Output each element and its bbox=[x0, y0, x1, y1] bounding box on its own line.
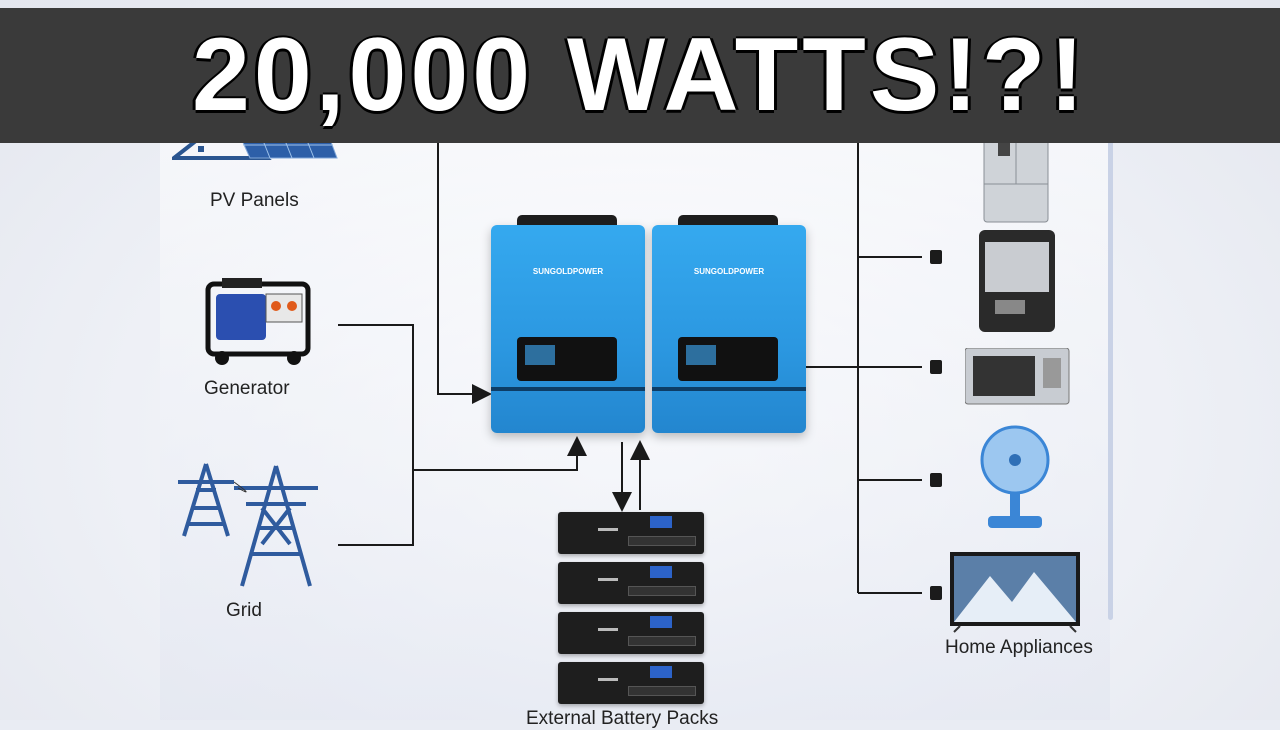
inverter-stripe bbox=[652, 387, 806, 391]
inverter-handle bbox=[678, 215, 778, 225]
plug-icon bbox=[930, 473, 942, 487]
inverter-handle bbox=[517, 215, 617, 225]
home-appliances-label: Home Appliances bbox=[945, 637, 1093, 658]
inverter-brand: SUNGOLDPOWER bbox=[532, 267, 604, 276]
generator-label: Generator bbox=[204, 378, 290, 399]
banner-title: 20,000 WATTS!?! bbox=[191, 17, 1088, 133]
inverter-stripe bbox=[491, 387, 645, 391]
battery-pack-1 bbox=[558, 512, 704, 554]
coffee-machine-icon bbox=[979, 230, 1055, 332]
television-icon bbox=[950, 552, 1080, 633]
generator-icon bbox=[205, 278, 311, 365]
title-banner: 20,000 WATTS!?! bbox=[0, 8, 1280, 143]
inverter-screen bbox=[678, 337, 778, 381]
microwave-icon bbox=[965, 348, 1070, 405]
plug-icon bbox=[930, 586, 942, 600]
pv-panels-label: PV Panels bbox=[210, 190, 299, 211]
battery-pack-2 bbox=[558, 562, 704, 604]
battery-pack-3 bbox=[558, 612, 704, 654]
inverter-right: SUNGOLDPOWER bbox=[652, 215, 806, 433]
panel-edge bbox=[1108, 125, 1113, 620]
generator-line bbox=[338, 324, 414, 546]
grid-junction-line bbox=[413, 436, 587, 471]
plug-icon bbox=[930, 250, 942, 264]
power-tower-icon bbox=[178, 463, 318, 587]
inverter-brand: SUNGOLDPOWER bbox=[693, 267, 765, 276]
refrigerator-icon bbox=[983, 132, 1049, 223]
battery-pack-4 bbox=[558, 662, 704, 704]
plug-icon bbox=[930, 360, 942, 374]
battery-packs-label: External Battery Packs bbox=[526, 708, 719, 729]
fan-icon bbox=[980, 425, 1050, 528]
inverter-screen bbox=[517, 337, 617, 381]
inverter-left: SUNGOLDPOWER bbox=[491, 215, 645, 433]
grid-label: Grid bbox=[226, 600, 262, 621]
